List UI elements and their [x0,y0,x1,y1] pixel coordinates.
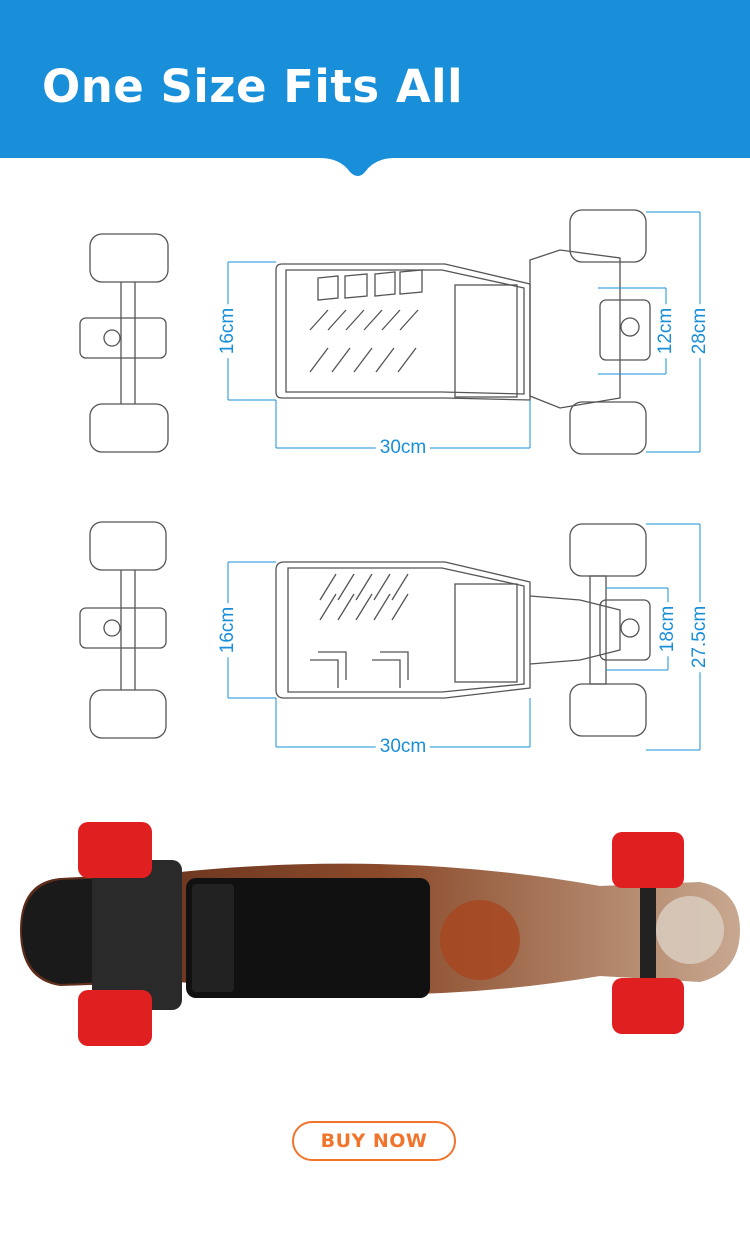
header-background [0,0,750,176]
buy-now-button[interactable]: BUY NOW [292,1121,456,1161]
bottom-deck-width-label: 16cm [217,602,239,658]
top-view-diagram: 16cm 30cm 12cm 28cm [0,200,750,470]
bottom-view-drawing [79,521,701,751]
header-banner: One Size Fits All [0,0,750,180]
top-truck-outer-label: 28cm [689,303,711,359]
skateboard-illustration [20,822,740,1046]
page-title: One Size Fits All [42,60,463,113]
bottom-truck-inner-label: 18cm [657,601,679,657]
bottom-truck-outer-label: 27.5cm [689,601,711,673]
top-view-drawing [79,209,701,455]
bottom-deck-length-label: 30cm [375,736,431,758]
bottom-view-diagram: 16cm 30cm 18cm 27.5cm [0,510,750,780]
top-truck-inner-label: 12cm [655,303,677,359]
skateboard-photo [0,800,750,1070]
top-deck-width-label: 16cm [217,303,239,359]
top-deck-length-label: 30cm [375,437,431,459]
